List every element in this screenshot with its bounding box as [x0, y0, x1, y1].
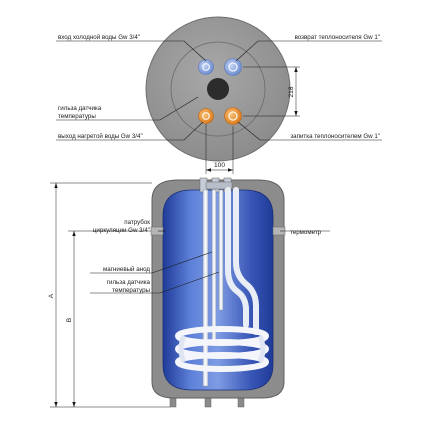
- label-thermometer: термометр: [290, 229, 322, 236]
- dimension-vertical: 218: [243, 66, 300, 117]
- leader-hot-outlet: [56, 121, 204, 141]
- dimension-B-label: B: [66, 317, 73, 322]
- label-sensor-sleeve-top-2: температуры: [58, 113, 96, 120]
- label-sensor-sleeve-side-1: гильза датчика: [107, 279, 151, 286]
- label-hot-outlet: выход нагретой воды Gw 3/4": [58, 133, 143, 140]
- label-circulation-2: циркуляции Gw 3/4": [93, 227, 150, 234]
- dimension-horizontal: 100: [205, 124, 234, 174]
- flange-ring: [170, 41, 266, 137]
- label-cold-inlet: вход холодной воды Gw 3/4": [58, 34, 140, 41]
- leader-heating-return: [235, 40, 382, 62]
- leader-sensor-sleeve-side: [90, 271, 220, 294]
- label-magnesium-anode: магниевый анод: [103, 266, 150, 273]
- leader-heating-supply: [237, 121, 382, 141]
- dimension-B: B: [66, 230, 151, 407]
- label-heating-return: возврат теплоносителя Gw 1": [295, 34, 380, 41]
- label-circulation-1: патрубок: [124, 219, 150, 226]
- leader-magnesium-anode: [90, 251, 213, 274]
- cold-water-pipe: [202, 189, 209, 387]
- dimension-218: 218: [288, 86, 295, 97]
- side-view: патрубок циркуляции Gw 3/4" термометр ма…: [48, 177, 330, 408]
- label-sensor-sleeve-top-1: гильза датчика: [58, 105, 102, 112]
- heating-supply-port: [224, 107, 242, 125]
- leader-cold-inlet: [56, 40, 207, 62]
- dimension-100: 100: [214, 162, 225, 169]
- dimension-A: A: [48, 182, 170, 408]
- top-view: вход холодной воды Gw 3/4" возврат тепло…: [56, 16, 382, 174]
- heating-return-port: [224, 58, 242, 76]
- dimension-A-label: A: [48, 293, 55, 298]
- leader-sensor-sleeve-top: [56, 96, 199, 121]
- sensor-sleeve: [218, 189, 224, 311]
- hot-outlet-port: [198, 108, 214, 124]
- cold-inlet-port: [198, 59, 214, 75]
- center-opening: [207, 78, 229, 100]
- top-flange: [205, 181, 233, 190]
- heat-exchanger-coil: [175, 187, 269, 372]
- label-sensor-sleeve-side-2: температуры: [112, 287, 150, 294]
- label-heating-supply: запитка теплоносителем Gw 1": [290, 133, 380, 140]
- magnesium-anode: [211, 189, 217, 341]
